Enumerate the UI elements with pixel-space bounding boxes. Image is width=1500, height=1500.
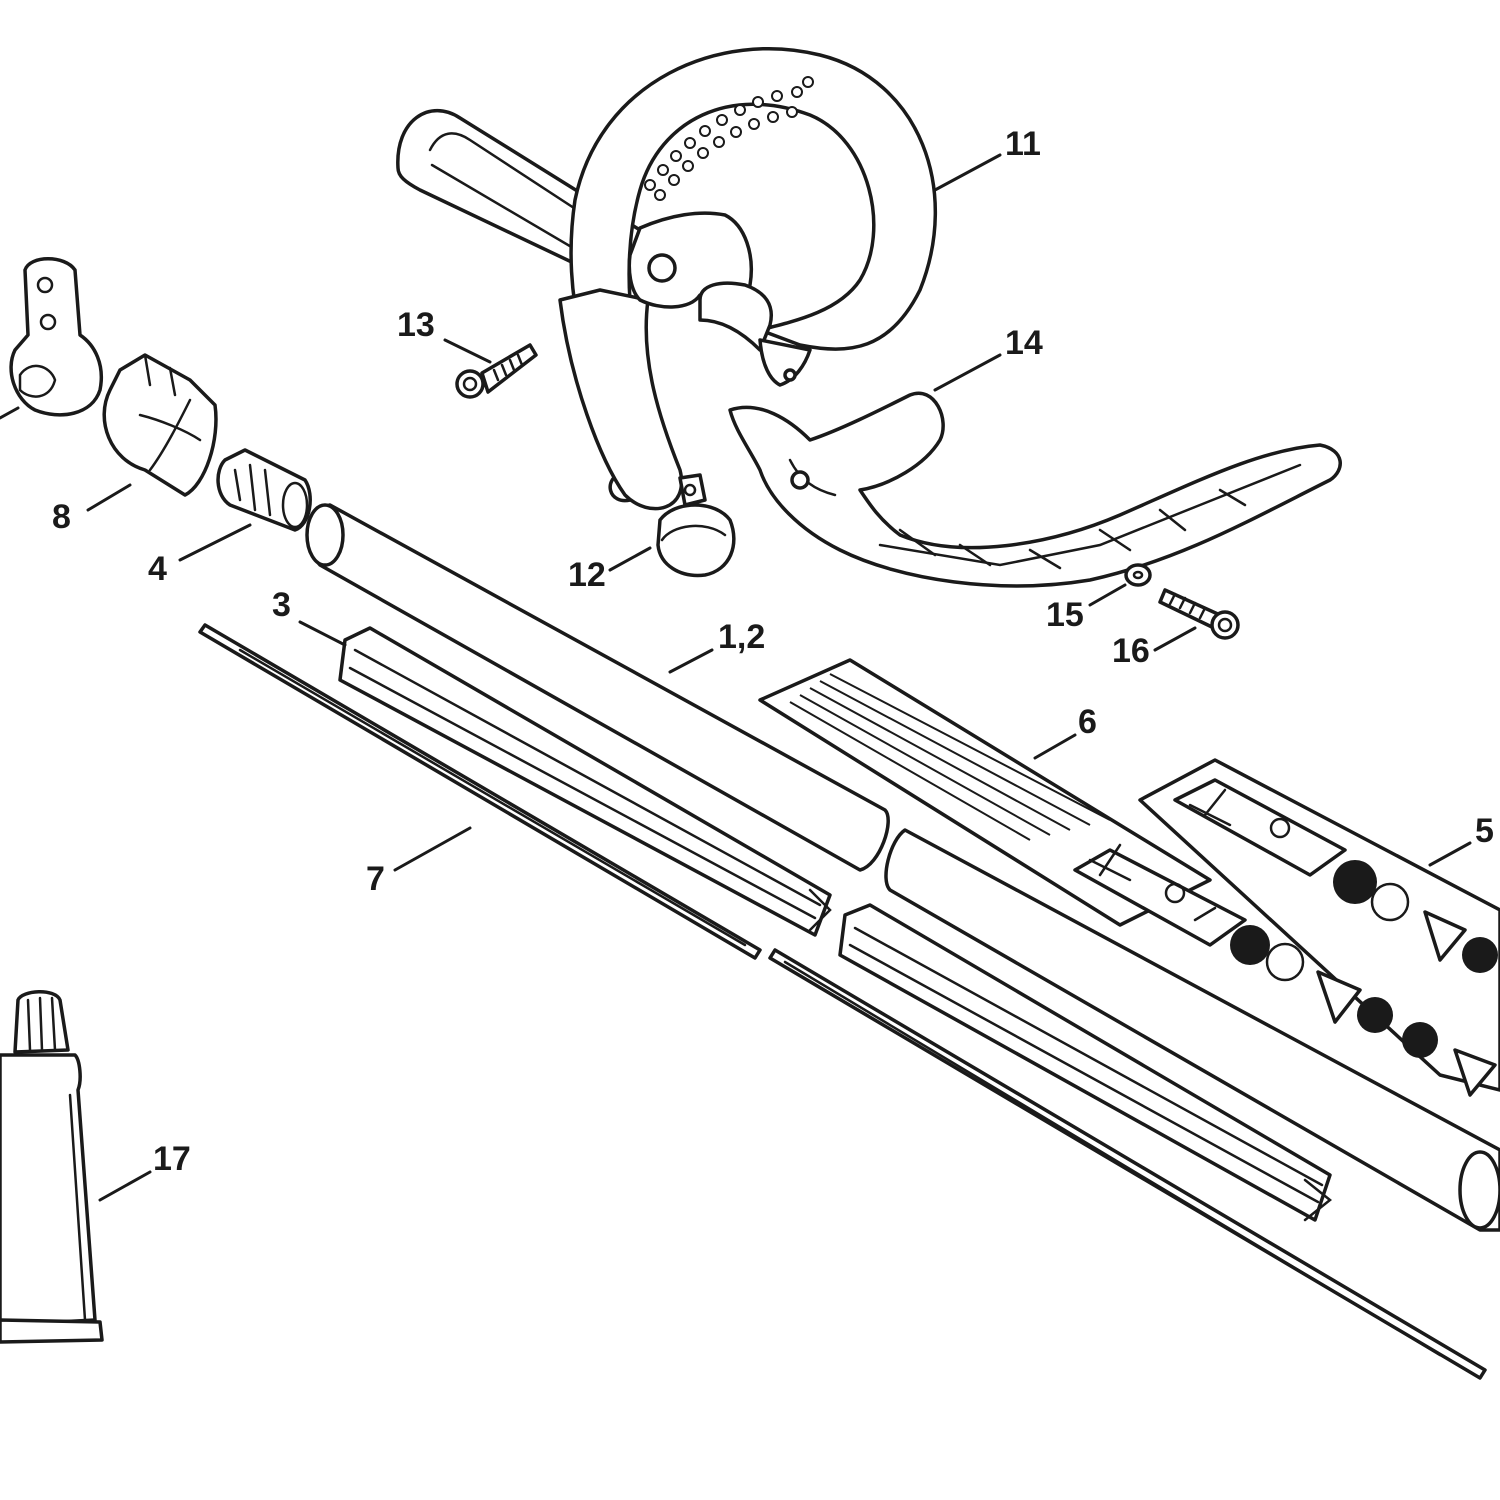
leader-3 (298, 620, 347, 647)
part-3-liner (338, 626, 1333, 1222)
callout-17: 17 (153, 1140, 191, 1178)
part-6-label (758, 658, 1247, 947)
leader-14 (933, 353, 1002, 392)
callout-14: 14 (1005, 324, 1043, 362)
bracket-left-edge (0, 257, 103, 420)
callout-12: 12 (568, 556, 606, 594)
callout-1-2: 1,2 (718, 618, 765, 656)
leader-6 (1033, 733, 1077, 760)
part-11-loop-handle (396, 46, 938, 511)
callout-3: 3 (272, 586, 291, 624)
part-7-drive-shaft (198, 623, 1487, 1380)
callout-8: 8 (52, 498, 71, 536)
callout-15: 15 (1046, 596, 1084, 634)
callout-labels: 11 13 14 8 4 12 15 16 3 1,2 6 5 7 17 (52, 125, 1494, 1178)
leader-7 (393, 826, 472, 872)
leader-4 (178, 523, 252, 562)
part-17-grease-tube (0, 990, 104, 1344)
leader-8 (86, 483, 132, 512)
callout-16: 16 (1112, 632, 1150, 670)
part-8-sleeve (102, 353, 218, 497)
part-4-bushing (216, 448, 312, 532)
part-12-clamp (656, 473, 736, 578)
leader-12 (608, 546, 652, 572)
part-1-2-drive-tube (305, 503, 1500, 1232)
callout-5: 5 (1475, 812, 1494, 850)
leader-1-2 (668, 648, 714, 674)
leader-13 (443, 338, 492, 364)
part-5-decal (1138, 758, 1500, 1097)
leader-5 (1428, 841, 1472, 867)
callout-11: 11 (1005, 125, 1041, 163)
leader-17 (98, 1170, 152, 1202)
part-15-washer (1124, 563, 1152, 587)
leader-15 (1088, 583, 1127, 607)
part-16-screw (1158, 588, 1240, 640)
callout-13: 13 (397, 306, 435, 344)
leader-16 (1153, 626, 1197, 652)
callout-6: 6 (1078, 703, 1097, 741)
callout-7: 7 (366, 860, 385, 898)
guard-perforations (644, 76, 814, 201)
leader-lines (86, 153, 1472, 1202)
part-14-lower-grip (728, 391, 1342, 588)
safety-pictograms (1230, 860, 1498, 1097)
callout-4: 4 (148, 550, 167, 588)
part-13-screw (455, 343, 538, 399)
leader-11 (933, 153, 1002, 192)
